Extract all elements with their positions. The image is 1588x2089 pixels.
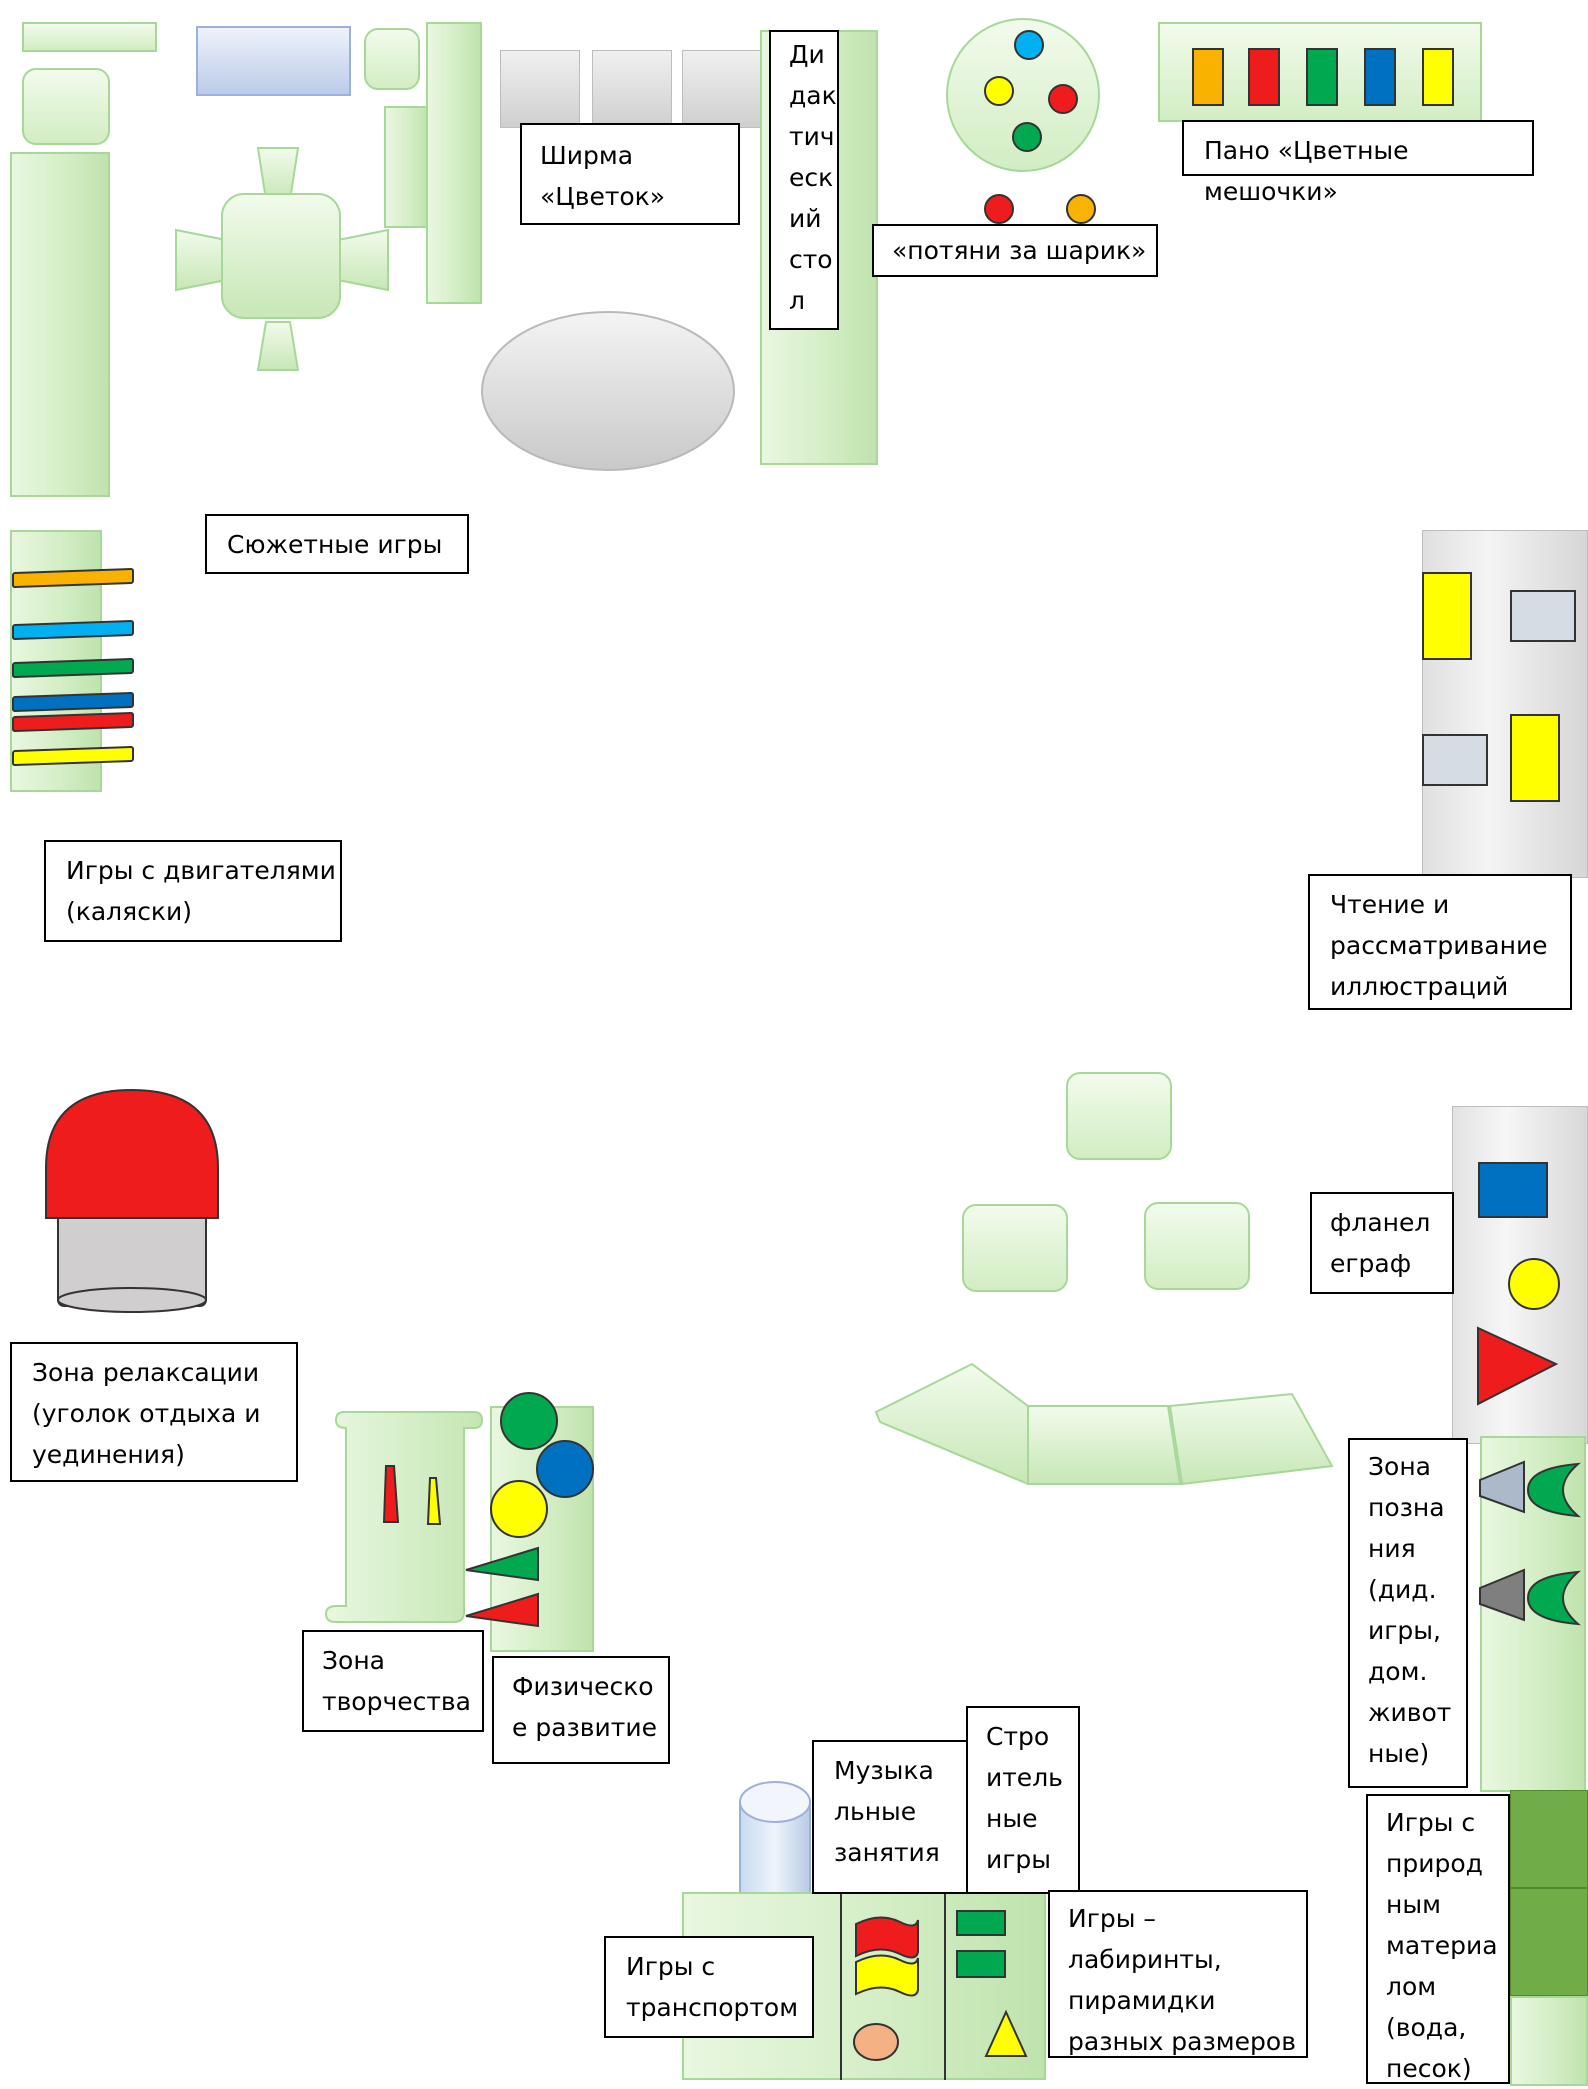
- label-relaxation: Зона релаксации (уголок отдыха и уединен…: [10, 1342, 298, 1482]
- small-cabinet: [22, 68, 110, 145]
- label-pull-ball: «потяни за шарик»: [872, 224, 1158, 277]
- label-music: Музыка льные занятия: [812, 1740, 984, 1894]
- bag-blue: [1364, 48, 1396, 106]
- stool-left: [962, 1204, 1068, 1292]
- triangle-red: [1477, 1326, 1559, 1406]
- chair-top: [256, 147, 300, 201]
- water-sand-tray-1: [1510, 1790, 1588, 1888]
- label-cognition: Зона позна ния (дид. игры, дом. живот ны…: [1348, 1438, 1468, 1788]
- screen-panel-3: [682, 50, 762, 128]
- bag-red: [1248, 48, 1280, 106]
- flag-icon: [853, 1916, 919, 2061]
- blue-panel: [196, 26, 351, 96]
- label-reading: Чтение и рассматривание иллюстраций: [1308, 874, 1572, 1010]
- dome-tent-icon: [45, 1088, 219, 1313]
- small-box: [364, 28, 420, 90]
- creativity-scroll: [324, 1411, 484, 1623]
- book-yellow-1: [1422, 572, 1472, 660]
- screen-panel-1: [500, 50, 580, 128]
- label-construction: Стро итель ные игры: [966, 1706, 1080, 1894]
- label-transport: Игры с транспортом: [604, 1936, 814, 2038]
- square-blue: [1478, 1162, 1548, 1218]
- ball-green: [1012, 122, 1042, 152]
- chair-right: [337, 228, 389, 292]
- stool-right: [1144, 1202, 1250, 1290]
- book-yellow-2: [1510, 714, 1560, 802]
- bag-orange: [1192, 48, 1224, 106]
- triangle-icon: [465, 1546, 539, 1628]
- stripe-lightblue: [12, 619, 134, 641]
- cabinet-narrow: [384, 106, 430, 228]
- bag-yellow: [1422, 48, 1454, 106]
- table-with-chairs: [175, 147, 389, 371]
- animal-figures: [1479, 1460, 1581, 1626]
- stripe-yellow: [12, 745, 134, 767]
- water-sand-tray-2: [1510, 1888, 1588, 1996]
- circle-yellow: [1508, 1258, 1560, 1310]
- table: [221, 193, 341, 319]
- ball-red-hanging: [984, 194, 1014, 224]
- ball-red: [1048, 84, 1078, 114]
- block-green-1: [956, 1910, 1006, 1936]
- label-shirma: Ширма «Цветок»: [520, 123, 740, 225]
- screen-panel-2: [592, 50, 672, 128]
- label-pano: Пано «Цветные мешочки»: [1182, 120, 1534, 206]
- label-physical: Физическо е развитие: [492, 1656, 670, 1764]
- shelf-divider-1: [840, 1892, 842, 2080]
- paintbrush-icon: [382, 1465, 442, 1525]
- shelf-divider-2: [944, 1892, 946, 2080]
- label-didactic-table: Ди дак тич еск ий сто л: [769, 30, 839, 330]
- stripe-orange: [12, 567, 134, 589]
- chair-bottom: [256, 321, 300, 371]
- ball-green-big: [500, 1392, 558, 1450]
- stripe-blue: [12, 691, 134, 713]
- stool-top: [1066, 1072, 1172, 1160]
- bent-tables: [874, 1362, 1334, 1486]
- ball-blue: [1014, 30, 1044, 60]
- wardrobe-left: [10, 152, 110, 497]
- shelf-top-thin: [22, 22, 157, 52]
- book-gray-1: [1510, 590, 1576, 642]
- label-creativity: Зона творчества: [302, 1630, 484, 1732]
- ball-yellow-big: [490, 1480, 548, 1538]
- ball-yellow: [984, 76, 1014, 106]
- stripe-green: [12, 657, 134, 679]
- label-plot-games: Сюжетные игры: [205, 514, 469, 574]
- block-green-2: [956, 1950, 1006, 1978]
- ball-blue-big: [536, 1440, 594, 1498]
- label-mazes: Игры – лабиринты, пирамидки разных разме…: [1048, 1890, 1308, 2058]
- pyramid-icon: [984, 2009, 1028, 2057]
- cabinet-tall-right: [426, 22, 482, 304]
- label-natural: Игры с природ ным материа лом (вода, пес…: [1366, 1794, 1510, 2084]
- bag-green: [1306, 48, 1338, 106]
- round-rug: [481, 311, 735, 471]
- label-motor-games: Игры с двигателями (каляски): [44, 840, 342, 942]
- book-gray-2: [1422, 734, 1488, 786]
- natural-base: [1510, 1996, 1588, 2086]
- stripe-red: [12, 711, 134, 733]
- chair-left: [175, 228, 227, 292]
- label-flannelgraph: фланел еграф: [1310, 1192, 1454, 1294]
- ball-orange-hanging: [1066, 194, 1096, 224]
